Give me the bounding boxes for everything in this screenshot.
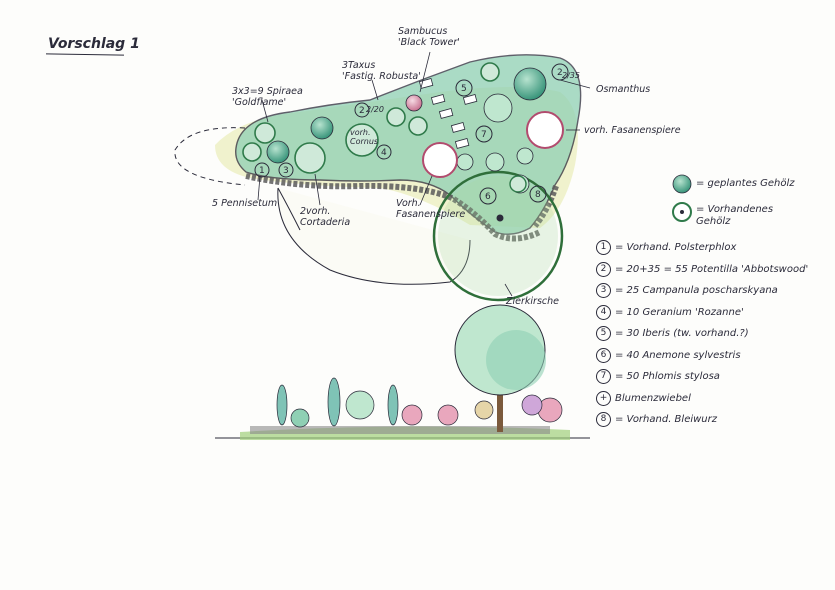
- legend-row: 8 = Vorhand. Bleiwurz: [596, 412, 717, 427]
- svg-text:3: 3: [283, 166, 289, 176]
- legend-text: = Vorhand. Polsterphlox: [615, 242, 737, 253]
- lawn-outline: [277, 187, 471, 285]
- plan-markers: 5 7 4 3 1 6 8 2 2: [254, 63, 569, 222]
- legend-row: 6 = 40 Anemone sylvestris: [596, 347, 741, 363]
- legend-number: +: [596, 390, 611, 406]
- svg-text:6: 6: [485, 192, 491, 202]
- dashed-bed-extension: [174, 127, 246, 186]
- taxus-blocks: [418, 78, 478, 149]
- planned-shrub-icon: [672, 174, 692, 194]
- page-title: Vorschlag 1: [48, 36, 140, 52]
- svg-text:8: 8: [535, 190, 541, 200]
- legend-row: + Blumenzwiebel: [596, 390, 691, 406]
- label-count-20: 2/20: [366, 105, 384, 114]
- svg-text:5: 5: [461, 84, 467, 94]
- legend-row: 2 = 20+35 = 55 Potentilla 'Abbotswood': [596, 261, 809, 277]
- elevation-section: [215, 304, 590, 440]
- label-fasanenspiere-right: vorh. Fasanenspiere: [584, 125, 681, 136]
- label-taxus: 3Taxus 'Fastig. Robusta': [342, 60, 421, 82]
- legend-row: 5 = 30 Iberis (tw. vorhand.?): [596, 326, 749, 341]
- legend-number: 4: [596, 304, 611, 320]
- svg-text:1: 1: [259, 166, 265, 176]
- legend-row: 4 = 10 Geranium 'Rozanne': [596, 304, 744, 320]
- legend-text: = 25 Campanula poscharskyana: [615, 285, 778, 296]
- label-zierkirsche: Zierkirsche: [506, 296, 559, 307]
- legend-number: 8: [596, 412, 611, 427]
- legend-number: 7: [596, 369, 611, 384]
- legend-planned-shrub: = geplantes Gehölz: [696, 178, 795, 189]
- label-pennisetum: 5 Pennisetum: [212, 198, 278, 209]
- legend-number: 3: [596, 283, 611, 298]
- brick-edging: [245, 173, 542, 242]
- legend-text: = 50 Phlomis stylosa: [615, 371, 720, 382]
- legend-row: 3 = 25 Campanula poscharskyana: [596, 283, 778, 298]
- existing-shrubs: [242, 62, 564, 193]
- zierkirsche-canopy: [432, 170, 564, 302]
- legend-existing-shrub: = Vorhandenes Gehölz: [696, 204, 774, 227]
- label-sambucus: Sambucus 'Black Tower': [398, 26, 460, 48]
- svg-text:4: 4: [381, 148, 387, 158]
- svg-text:2: 2: [557, 68, 563, 78]
- label-cortaderia: 2vorh. Cortaderia: [300, 206, 351, 228]
- legend-text: = 30 Iberis (tw. vorhand.?): [615, 328, 749, 339]
- legend-text: = Vorhand. Bleiwurz: [615, 414, 717, 425]
- legend-number: 6: [596, 347, 611, 363]
- legend-number: 2: [596, 261, 611, 277]
- legend-text: = 40 Anemone sylvestris: [615, 349, 741, 361]
- legend-row: 7 = 50 Phlomis stylosa: [596, 369, 720, 384]
- svg-text:2: 2: [359, 106, 365, 116]
- legend-text: = 20+35 = 55 Potentilla 'Abbotswood': [615, 263, 809, 275]
- legend-row: 1 = Vorhand. Polsterphlox: [596, 240, 736, 255]
- legend-text: Blumenzwiebel: [615, 392, 691, 404]
- legend-number: 1: [596, 240, 611, 255]
- label-count-35: 2/35: [562, 71, 580, 80]
- existing-shrub-icon: [672, 202, 692, 222]
- label-spiraea: 3x3=9 Spiraea 'Goldflame': [232, 86, 303, 108]
- label-osmanthus: Osmanthus: [596, 84, 651, 95]
- svg-text:7: 7: [481, 130, 487, 140]
- leader-lines: [257, 51, 591, 297]
- label-fasanenspiere-mid: Vorh. Fasanenspiere: [396, 198, 466, 220]
- legend-text: = 10 Geranium 'Rozanne': [615, 306, 744, 318]
- label-cornus: vorh. Cornus: [350, 128, 379, 146]
- legend-number: 5: [596, 326, 611, 341]
